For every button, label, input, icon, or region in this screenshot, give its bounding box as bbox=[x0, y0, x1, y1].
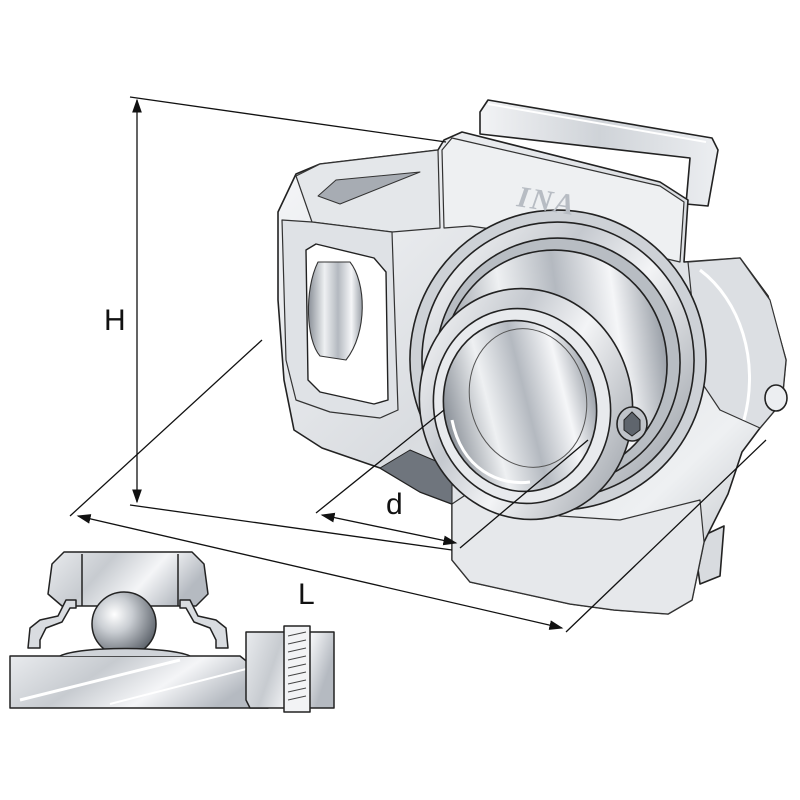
left-seal bbox=[27, 599, 77, 649]
bore-label: d bbox=[386, 488, 403, 521]
bearing-insert bbox=[409, 209, 707, 521]
bore bbox=[442, 319, 598, 493]
thread bbox=[283, 625, 311, 713]
dimension-lines bbox=[69, 96, 767, 633]
section-inner-ring bbox=[9, 655, 269, 709]
section-view bbox=[9, 551, 335, 713]
bore-arrow bbox=[320, 512, 458, 546]
height-label: H bbox=[104, 304, 126, 337]
ball bbox=[91, 591, 157, 657]
top-rail bbox=[479, 99, 719, 207]
length-label: L bbox=[298, 578, 315, 611]
grease-nipple bbox=[764, 384, 788, 412]
length-arrow bbox=[76, 514, 564, 630]
right-seal bbox=[179, 599, 229, 649]
